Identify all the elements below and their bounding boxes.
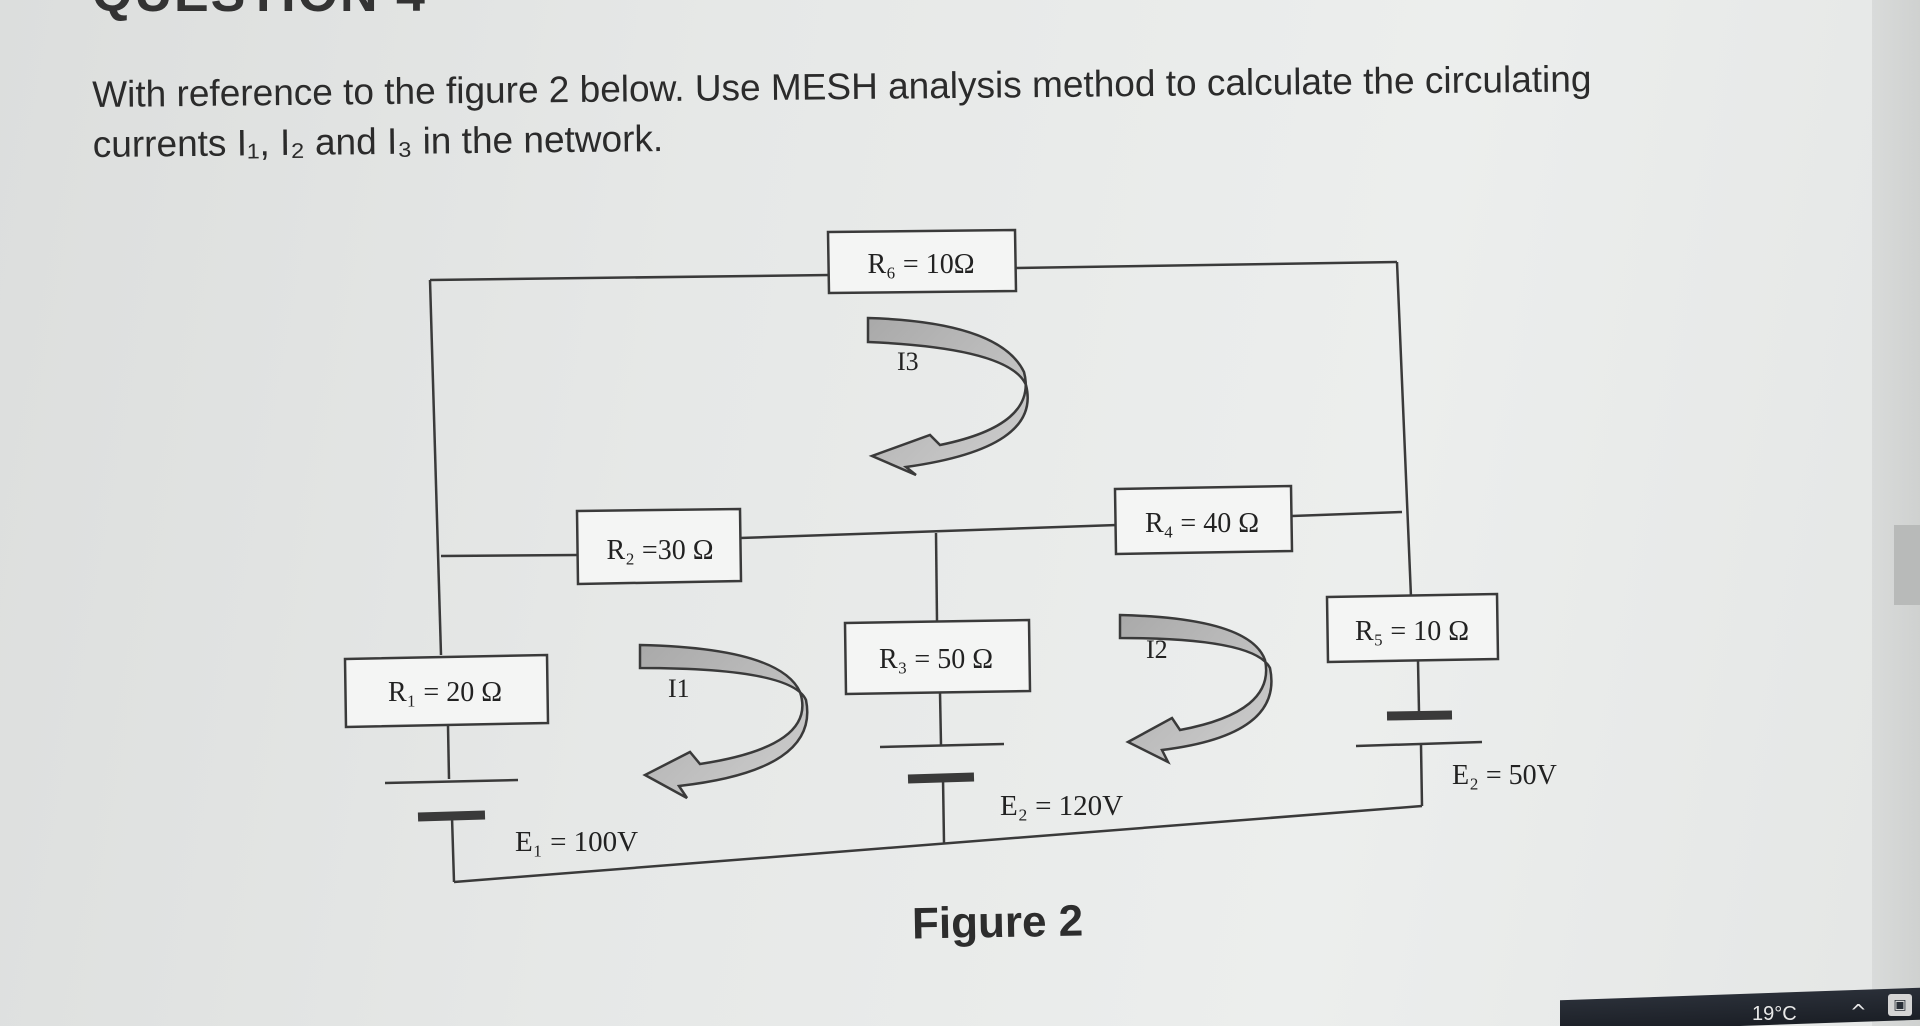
app-icon[interactable]: ▣ xyxy=(1888,994,1912,1016)
wire-e1-down xyxy=(450,816,456,883)
arrow-i1-shape xyxy=(638,643,809,800)
r1-label: R₁ = 20 Ω xyxy=(388,677,502,708)
e1-label: E₁ = 100V xyxy=(515,826,638,858)
r3-box xyxy=(843,618,1032,696)
r5-label: R₅ = 10 Ω xyxy=(1355,616,1469,647)
window-right-edge xyxy=(1872,0,1920,1026)
wire-e2-down xyxy=(941,777,946,844)
r2-label: R₂ =30 Ω xyxy=(606,535,713,566)
wire-top-right xyxy=(1014,260,1398,270)
r4-label: R₄ = 40 Ω xyxy=(1145,508,1259,539)
figure-caption: Figure 2 xyxy=(911,896,1084,949)
scrollbar-thumb[interactable] xyxy=(1894,525,1920,605)
e2right-short-plate xyxy=(1386,710,1453,721)
wire-bottom xyxy=(453,804,1423,884)
wire-top-left xyxy=(429,273,831,282)
wire-mid-center xyxy=(739,523,1118,540)
i1-label: I1 xyxy=(668,674,690,703)
e1-long-plate xyxy=(384,778,519,785)
arrow-i3-shape xyxy=(866,316,1029,477)
r6-label: R₆ = 10Ω xyxy=(867,249,974,280)
wire-r3-down xyxy=(938,691,943,746)
mesh-arrow-i2: I2 xyxy=(1118,613,1273,765)
wire-center-vertical xyxy=(934,532,939,622)
r3-label: R₃ = 50 Ω xyxy=(879,644,993,675)
arrow-i2-shape xyxy=(1118,613,1273,765)
i3-label: I3 xyxy=(897,347,919,376)
r1-box xyxy=(343,653,550,729)
mesh-arrow-i1: I1 xyxy=(638,643,809,800)
wire-r1-down xyxy=(446,725,451,780)
e2mid-short-plate xyxy=(907,772,975,784)
wire-mid-left xyxy=(440,553,579,558)
wire-right-vertical xyxy=(1395,261,1413,598)
i2-label: I2 xyxy=(1146,635,1168,664)
battery-plates xyxy=(384,710,1483,822)
r2-box xyxy=(575,507,743,586)
wire-r5-down xyxy=(1416,660,1421,713)
mesh-arrow-i3: I3 xyxy=(866,316,1029,477)
circuit-wires xyxy=(428,260,1424,884)
r5-box xyxy=(1325,592,1500,664)
e2-mid-label: E₂ = 120V xyxy=(1000,790,1123,822)
e2right-long-plate xyxy=(1355,740,1483,748)
wire-mid-right xyxy=(1291,510,1403,518)
chevron-up-icon[interactable]: ^ xyxy=(1850,1000,1867,1024)
e2mid-long-plate xyxy=(879,742,1005,749)
weather-temperature[interactable]: 19°C xyxy=(1752,1003,1797,1025)
r6-box xyxy=(826,228,1018,295)
wire-left-vertical xyxy=(428,279,443,656)
r4-box xyxy=(1113,484,1294,556)
wire-e2r-down xyxy=(1419,744,1424,807)
e2-right-label: E₂ = 50V xyxy=(1452,760,1557,791)
question-heading-fragment: QUESTION 4 xyxy=(92,0,427,24)
e1-short-plate xyxy=(417,810,486,822)
resistor-boxes xyxy=(343,228,1500,729)
